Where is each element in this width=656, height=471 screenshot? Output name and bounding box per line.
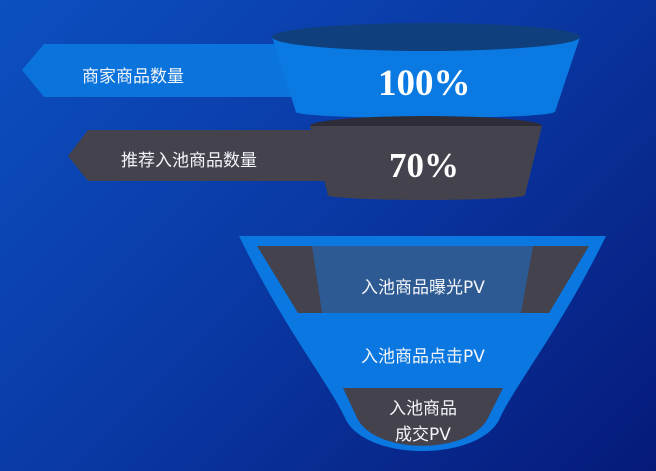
funnel-stage-3-shape: [343, 388, 503, 446]
funnel-stage-3-label-line2: 成交PV: [395, 425, 451, 445]
funnel-stage-1-text: 入池商品曝光PV: [361, 278, 485, 298]
metric-1-cylinder-body: [272, 37, 580, 112]
funnel-stage-3-label-line1: 入池商品: [389, 399, 457, 419]
conversion-funnel: [239, 236, 606, 451]
metric-1-label: 商家商品数量: [82, 67, 184, 87]
metric-2-value: 70%: [389, 146, 459, 185]
funnel-stage-1-label: 入池商品曝光PV: [300, 276, 546, 300]
funnel-stage-2-text: 入池商品点击PV: [361, 347, 485, 367]
metric-1-cylinder-top: [272, 23, 580, 51]
metric-band-1: [22, 23, 580, 118]
metric-2-cylinder-body: [310, 126, 542, 195]
metric-2-cylinder-bottom: [327, 190, 525, 200]
metric-1-value: 100%: [378, 63, 471, 104]
metric-1-cylinder-bottom: [296, 106, 554, 118]
metric-2-arrow-shape: [68, 130, 330, 181]
funnel-stage-1-highlight: [312, 246, 533, 313]
metric-1-arrow-shape: [22, 44, 300, 97]
funnel-stage-2-label: 入池商品点击PV: [300, 345, 546, 369]
metric-2-label: 推荐入池商品数量: [121, 151, 257, 171]
metric-band-2: [68, 116, 542, 200]
